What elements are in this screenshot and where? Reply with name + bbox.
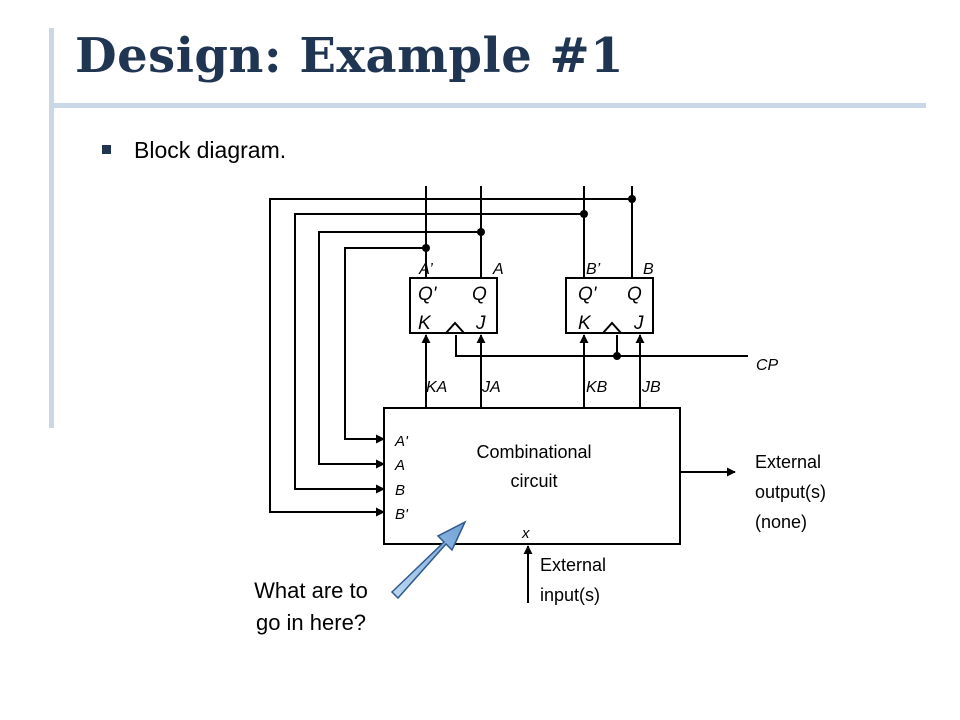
external-output-line2: output(s) [755, 482, 826, 502]
ff-b-j-label: J [633, 313, 644, 334]
ff-a-qbar-label: Q' [418, 284, 438, 305]
combinational-circuit-box [383, 407, 681, 545]
circuit-label-line2: circuit [510, 471, 557, 491]
external-input-line1: External [540, 555, 606, 575]
callout-arrow [390, 520, 467, 600]
callout-line2: go in here? [256, 610, 366, 635]
bullet-marker [102, 145, 111, 154]
kb-label: KB [586, 379, 608, 396]
flip-flop-a [409, 277, 498, 334]
callout-line1: What are to [254, 578, 368, 603]
ff-a-out-label: A [492, 261, 504, 278]
ff-b-out-bar-label: B’ [586, 261, 601, 278]
ff-b-k-label: K [578, 313, 592, 334]
feedback-b-wire [294, 213, 584, 494]
circuit-input-b: B [395, 482, 405, 499]
ff-b-qbar-label: Q' [578, 284, 598, 305]
feedback-a-wire [318, 231, 481, 469]
ff-a-k-label: K [418, 313, 432, 334]
external-input-line2: input(s) [540, 585, 600, 605]
circuit-input-bprime: B' [395, 506, 409, 523]
feedback-bprime-wire [269, 198, 632, 517]
junction-dot [628, 195, 636, 203]
circuit-input-aprime: A' [394, 433, 409, 450]
ff-b-q-label: Q [627, 284, 642, 305]
title-underline-bar [49, 103, 926, 108]
junction-dot [422, 244, 430, 252]
flip-flop-b [565, 277, 654, 334]
junction-dot [477, 228, 485, 236]
bullet-text: Block diagram. [134, 137, 287, 163]
junction-dot [580, 210, 588, 218]
ff-b-out-label: B [643, 261, 654, 278]
external-output-line1: External [755, 452, 821, 472]
ff-a-j-label: J [475, 313, 486, 334]
circuit-label-line1: Combinational [476, 442, 591, 462]
ja-label: JA [481, 379, 501, 396]
ff-a-clock-wedge [445, 321, 465, 334]
jb-label: JB [641, 379, 661, 396]
ff-b-clock-wedge [602, 321, 622, 334]
feedback-aprime-wire [344, 247, 426, 444]
junction-dot [613, 352, 621, 360]
external-output-line3: (none) [755, 512, 807, 532]
ff-a-out-bar-label: A’ [418, 261, 433, 278]
slide-title: Design: Example #1 [75, 28, 625, 84]
ff-a-q-label: Q [472, 284, 487, 305]
left-accent-bar [49, 28, 54, 428]
circuit-input-a: A [394, 457, 405, 474]
ka-label: KA [426, 379, 447, 396]
circuit-x-label: x [521, 525, 530, 542]
clock-wire [455, 335, 748, 357]
clock-label: CP [756, 357, 779, 374]
